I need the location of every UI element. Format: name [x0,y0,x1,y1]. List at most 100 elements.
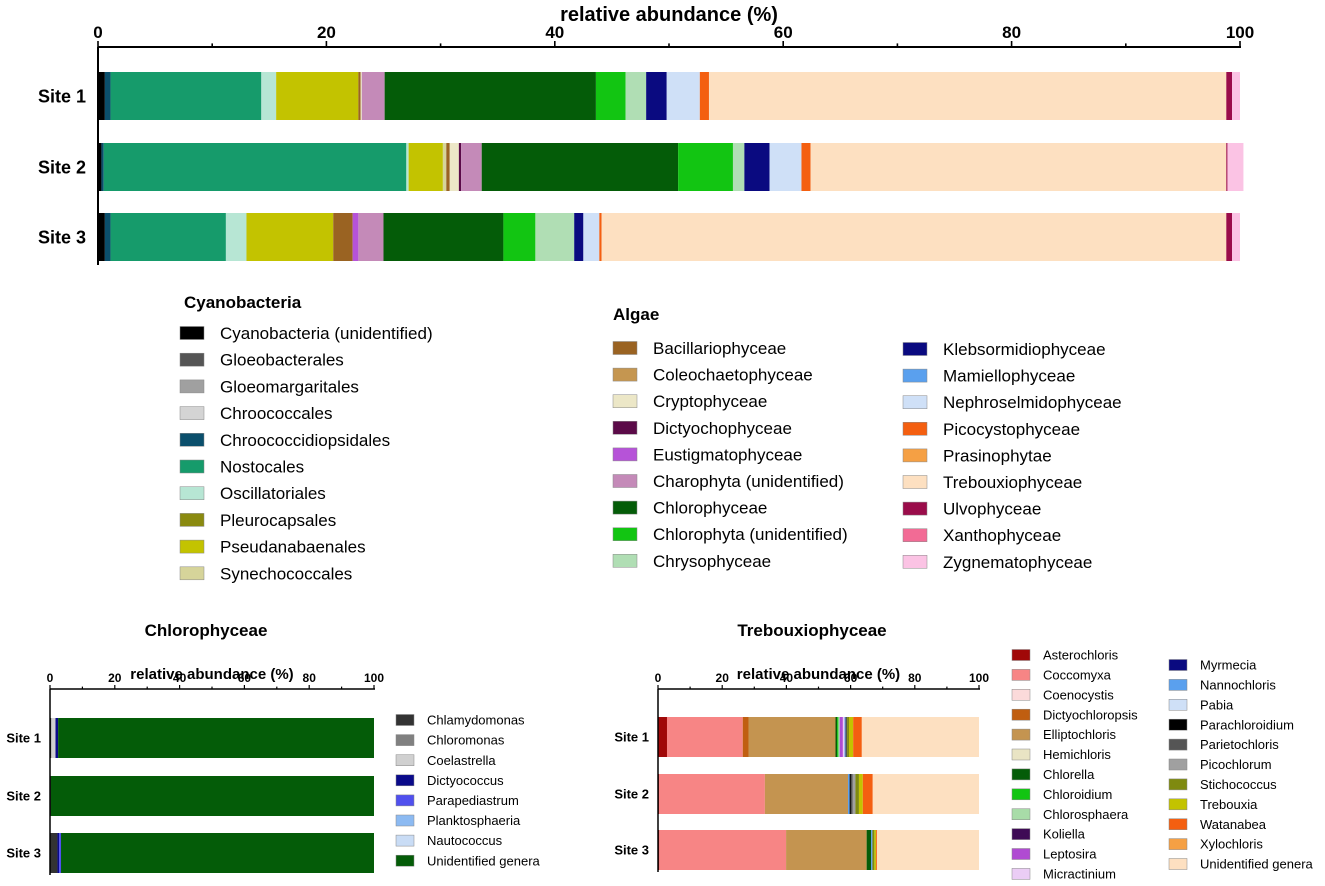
bar-eustigmatophyceae-site-3 [352,213,359,261]
bar-watanabea-site-3 [875,830,877,870]
legend-label: Bacillariophyceae [653,339,786,358]
x-tick-label: 100 [1226,23,1254,42]
legend-label: Planktosphaeria [427,813,521,828]
legend-swatch [902,555,928,569]
bar-oscillatoriales-site-2 [406,143,409,191]
legend-item-oscillatoriales: Oscillatoriales [179,484,326,503]
legend-swatch [1168,798,1188,811]
legend-title: Algae [613,305,659,324]
legend-label: Mamiellophyceae [943,367,1075,386]
legend-item-coleochaetophyceae: Coleochaetophyceae [612,366,813,385]
bar-picochlorum-site-2 [852,774,856,814]
bar-picocystophyceae-site-1 [699,72,709,120]
legend-swatch [902,422,928,436]
legend-label: Chlorella [1043,767,1095,782]
legend-swatch [179,539,205,554]
legend-label: Chlorosphaera [1043,807,1129,822]
bar-nostocales-site-1 [110,72,262,120]
legend-label: Chloromonas [427,733,505,748]
legend-item-unidentified-genera: Unidentified genera [395,853,541,868]
legend-item-trebouxiophyceae: Trebouxiophyceae [902,473,1082,492]
chart-title: Trebouxiophyceae [737,621,886,640]
bar-elliptochloris-site-2 [764,774,849,814]
legend-label: Asterochloris [1043,648,1119,663]
legend-item-stichococcus: Stichococcus [1168,777,1277,792]
legend-swatch [902,448,928,463]
bar-zygnematophyceae-site-3 [1232,213,1240,261]
x-tick-label: 20 [716,671,730,685]
x-tick-label: 80 [1002,23,1021,42]
bar-ulvophyceae-site-2 [1226,143,1228,191]
bar-charophyta-unidentified-site-3 [358,213,384,261]
legend-swatch [1011,728,1031,741]
legend-swatch [179,406,205,420]
x-tick-label: 80 [303,671,317,685]
legend-swatch [1011,828,1031,840]
legend-swatch [612,527,638,541]
legend-item-chlorophyceae: Chlorophyceae [612,499,767,518]
legend-swatch [1011,748,1031,761]
legend-swatch [1168,858,1188,870]
x-tick-label: 60 [844,671,858,685]
bar-parachloroidium-site-2 [849,774,851,814]
legend-swatch [179,566,205,581]
bar-zygnematophyceae-site-1 [1232,72,1240,120]
legend-label: Xanthophyceae [943,526,1061,545]
legend-item-nautococcus: Nautococcus [395,833,503,848]
bar-nephroselmidophyceae-site-2 [769,143,802,191]
legend-swatch [1168,679,1188,691]
bar-charophyta-unidentified-site-1 [361,72,385,120]
bar-pseudanabaenales-site-3 [246,213,334,261]
bar-dictyochloropsis-site-1 [742,717,749,757]
bar-elliptochloris-site-3 [786,830,867,870]
bar-chlorella-site-3 [866,830,872,870]
legend-item-chlorella: Chlorella [1011,767,1095,782]
legend-item-chrysophyceae: Chrysophyceae [612,552,771,571]
legend-swatch [612,500,638,515]
legend-label: Picochlorum [1200,757,1272,772]
legend-swatch [902,395,928,409]
legend-swatch [179,433,205,447]
legend-item-synechococcales: Synechococcales [179,564,352,583]
legend-label: Nannochloris [1200,677,1276,692]
legend-swatch [1168,738,1188,751]
legend-item-xanthophyceae: Xanthophyceae [902,526,1061,545]
legend-label: Parachloroidium [1200,717,1294,732]
category-label: Site 2 [6,789,41,804]
legend-label: Dictyococcus [427,773,504,788]
bar-parapediastrum-site-3 [59,833,62,873]
bar-trebouxia-site-3 [874,830,876,870]
bar-chlorella-site-1 [835,717,838,757]
legend-trebouxiophyceae-genera: AsterochlorisCoccomyxaCoenocystisDictyoc… [1011,648,1314,881]
legend-item-trebouxia: Trebouxia [1168,797,1258,812]
legend-item-coelastrella: Coelastrella [395,753,496,768]
bar-unidentified-genera-site-1 [861,717,979,757]
legend-item-chlorosphaera: Chlorosphaera [1011,807,1129,822]
bar-zygnematophyceae-site-2 [1227,143,1244,191]
category-label: Site 3 [38,227,86,247]
legend-label: Cyanobacteria (unidentified) [220,324,433,343]
legend-swatch [1168,718,1188,731]
category-label: Site 2 [38,157,86,177]
bar-unidentified-genera-site-1 [58,718,374,758]
legend-label: Hemichloris [1043,747,1111,762]
bar-leptosira-site-1 [839,717,843,757]
bar-pseudanabaenales-site-1 [276,72,359,120]
bar-picocystophyceae-site-2 [801,143,811,191]
legend-item-asterochloris: Asterochloris [1011,648,1119,663]
legend-swatch [179,459,205,474]
bar-trebouxia-site-2 [858,774,863,814]
bar-nostocales-site-3 [110,213,226,261]
legend-item-hemichloris: Hemichloris [1011,747,1111,762]
category-label: Site 2 [614,787,649,802]
legend-label: Chroococcidiopsidales [220,431,390,450]
legend-item-micractinium: Micractinium [1011,866,1116,881]
legend-swatch [179,379,205,394]
legend-label: Watanabea [1200,817,1267,832]
legend-label: Synechococcales [220,564,352,583]
x-tick-label: 0 [93,23,102,42]
legend-label: Koliella [1043,827,1086,842]
bar-unidentified-genera-site-2 [872,774,979,814]
bar-watanabea-site-2 [862,774,873,814]
legend-swatch [1011,788,1031,801]
